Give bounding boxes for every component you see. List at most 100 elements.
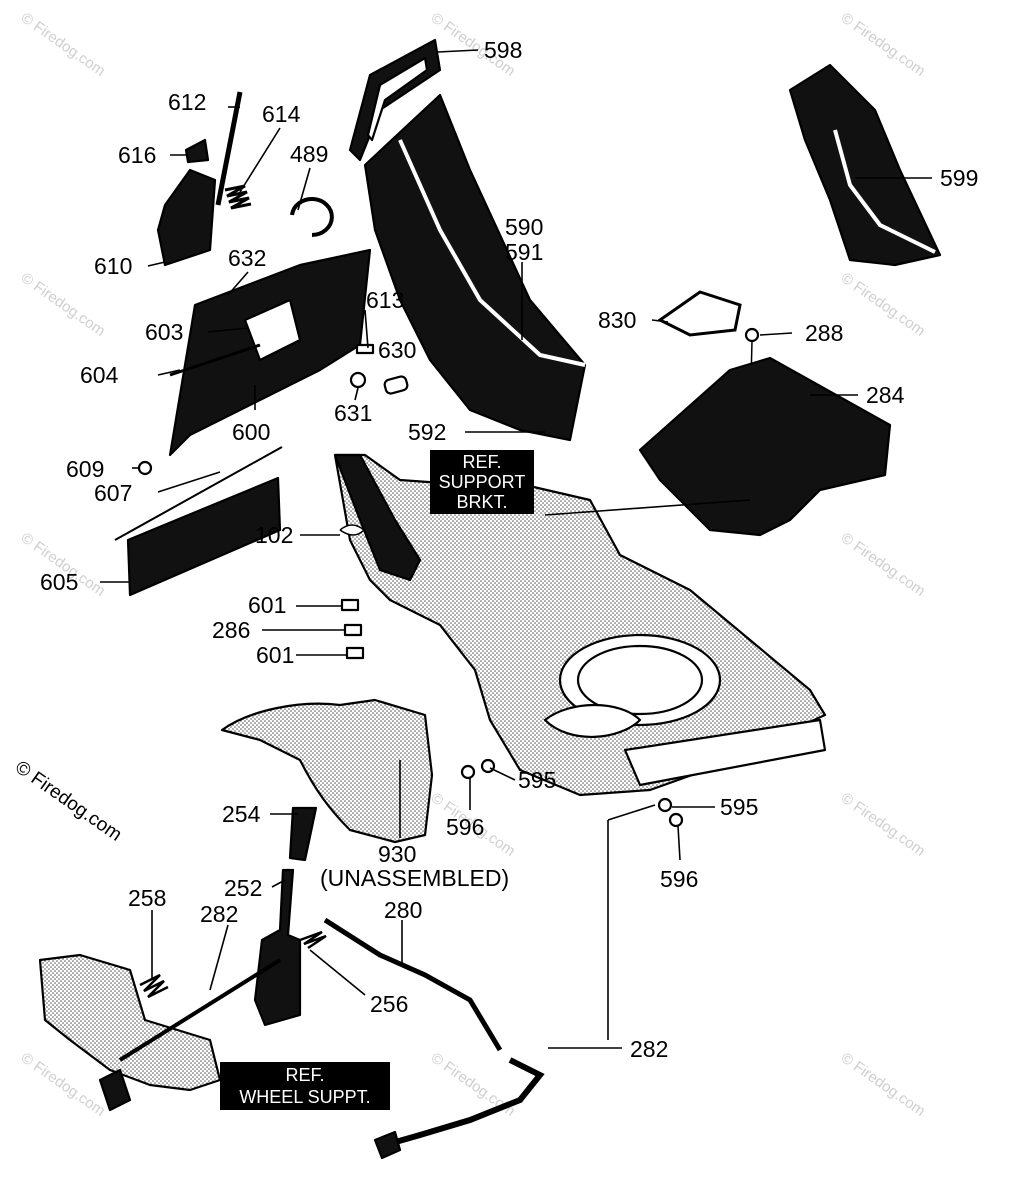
label-252: 252 — [224, 875, 262, 901]
label-631: 631 — [334, 400, 372, 426]
discharge-chute-599 — [788, 63, 942, 267]
bolt-601a — [340, 598, 360, 612]
plug — [373, 1130, 402, 1160]
leader-lines — [100, 49, 932, 1049]
ref-support-line1: REF. — [462, 452, 501, 472]
spring-614 — [224, 184, 252, 210]
cable-end — [384, 1057, 545, 1148]
wheel-support-plate — [38, 953, 222, 1092]
label-596b: 596 — [660, 866, 698, 892]
screw-288 — [744, 327, 760, 343]
watermark-text: © Firedog.com — [838, 789, 929, 859]
shield-930 — [220, 698, 434, 844]
nut-596b — [668, 812, 684, 828]
rod-607 — [114, 446, 283, 541]
label-256: 256 — [370, 991, 408, 1017]
flap-605 — [126, 476, 282, 597]
bag-frame-598-inner — [366, 56, 429, 142]
part-labels: 598 612 614 489 616 599 590 591 610 632 … — [40, 37, 978, 1062]
label-609: 609 — [66, 456, 104, 482]
label-592: 592 — [408, 419, 446, 445]
bolt-286 — [343, 623, 363, 637]
clip-489 — [290, 197, 334, 237]
label-613: 613 — [366, 287, 404, 313]
label-102: 102 — [255, 522, 293, 548]
watermark-text: © Firedog.com — [838, 1049, 929, 1119]
label-607: 607 — [94, 480, 132, 506]
label-591: 591 — [505, 239, 543, 265]
ref-support-line2: SUPPORT — [439, 472, 526, 492]
label-600: 600 — [232, 419, 270, 445]
watermark-text: © Firedog.com — [838, 9, 929, 79]
label-616: 616 — [118, 142, 156, 168]
ref-wheel-line2: WHEEL SUPPT. — [239, 1087, 370, 1107]
label-280: 280 — [384, 897, 422, 923]
deck-rear-bracket — [623, 718, 827, 787]
label-282b: 282 — [630, 1036, 668, 1062]
watermark-text: © Firedog.com — [838, 269, 929, 339]
bolt-601b — [345, 646, 365, 660]
wheel-knob — [98, 1068, 132, 1112]
lever-252 — [253, 868, 302, 1027]
cover-284 — [638, 356, 892, 537]
deck-slot — [543, 704, 642, 739]
chute-seam — [833, 129, 936, 254]
washer-595b — [657, 797, 673, 813]
watermark-text: © Firedog.com — [18, 9, 109, 79]
latch-616 — [184, 138, 210, 164]
label-830: 830 — [598, 307, 636, 333]
label-605: 605 — [40, 569, 78, 595]
support-bracket — [333, 453, 422, 582]
deck-opening-inner — [576, 644, 704, 716]
label-596a: 596 — [446, 814, 484, 840]
label-603: 603 — [145, 319, 183, 345]
label-599: 599 — [940, 165, 978, 191]
rod-612 — [215, 91, 243, 206]
label-601a: 601 — [248, 592, 286, 618]
label-598: 598 — [484, 37, 522, 63]
bolt-613 — [355, 343, 375, 355]
grass-bag-seam — [398, 139, 586, 367]
label-930: 930 — [378, 841, 416, 867]
label-632: 632 — [228, 245, 266, 271]
label-595a: 595 — [518, 767, 556, 793]
watermark-text: © Firedog.com — [838, 529, 929, 599]
label-286: 286 — [212, 617, 250, 643]
clip-830 — [657, 290, 742, 337]
label-604: 604 — [80, 362, 119, 388]
nut-596a — [460, 764, 476, 780]
cap-609 — [137, 460, 153, 476]
flap-610 — [156, 168, 217, 267]
cable-280 — [323, 917, 503, 1052]
washer-595a — [480, 758, 496, 774]
grip-254 — [288, 806, 318, 862]
washer-631 — [349, 371, 367, 389]
label-595b: 595 — [720, 794, 758, 820]
label-610: 610 — [94, 253, 132, 279]
watermark-text-dark: © Firedog.com — [11, 757, 125, 846]
watermark-text: © Firedog.com — [18, 269, 109, 339]
watermark-text: © Firedog.com — [18, 1049, 109, 1119]
label-288: 288 — [805, 320, 843, 346]
label-590: 590 — [505, 214, 543, 240]
label-601b: 601 — [256, 642, 294, 668]
ref-wheel-line1: REF. — [285, 1065, 324, 1085]
label-630: 630 — [378, 337, 416, 363]
axle-rod — [118, 958, 282, 1062]
label-489: 489 — [290, 141, 328, 167]
ref-wheel-support-box: REF. WHEEL SUPPT. — [220, 1062, 390, 1110]
spring-256 — [299, 930, 327, 950]
label-254: 254 — [222, 801, 261, 827]
label-282a: 282 — [200, 901, 238, 927]
label-unassembled: (UNASSEMBLED) — [320, 865, 509, 891]
label-614: 614 — [262, 101, 301, 127]
label-258: 258 — [128, 885, 166, 911]
spring-258 — [139, 973, 169, 999]
label-612: 612 — [168, 89, 206, 115]
pin-604 — [169, 343, 261, 377]
clip-102 — [339, 524, 366, 536]
ref-support-line3: BRKT. — [456, 492, 507, 512]
bushing-630 — [383, 375, 409, 395]
label-284: 284 — [866, 382, 905, 408]
